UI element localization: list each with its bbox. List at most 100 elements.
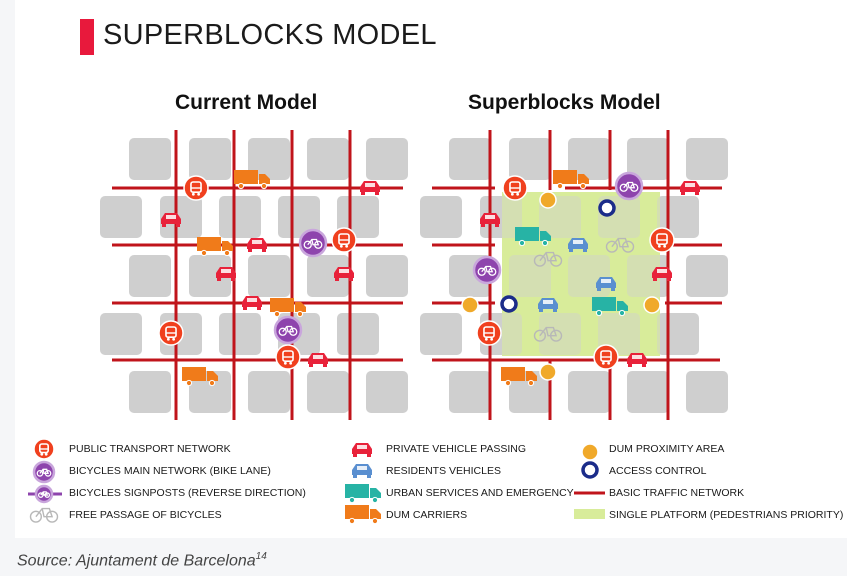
- city-block: [420, 313, 462, 355]
- city-block: [189, 255, 231, 297]
- current-model-markers: [158, 170, 380, 387]
- city-block: [248, 371, 290, 413]
- city-block: [100, 196, 142, 238]
- private-vehicle-icon: [480, 213, 500, 227]
- legend-urban-services: URBAN SERVICES AND EMERGENCY: [386, 487, 574, 499]
- bike-lane-icon: [298, 228, 328, 258]
- bus-icon: [502, 175, 528, 201]
- city-block: [100, 313, 142, 355]
- legend-free-bicycles: FREE PASSAGE OF BICYCLES: [69, 509, 222, 521]
- dum-proximity-icon: [539, 363, 557, 381]
- legend-private-vehicle: PRIVATE VEHICLE PASSING: [386, 443, 527, 455]
- private-vehicle-icon: [247, 238, 267, 252]
- bus-icon: [158, 320, 184, 346]
- city-block: [337, 313, 379, 355]
- access-control-icon: [598, 199, 616, 217]
- private-vehicle-icon: [216, 267, 236, 281]
- city-block: [366, 371, 408, 413]
- city-block: [278, 196, 320, 238]
- bus-icon: [275, 344, 301, 370]
- urban-services-icon: [592, 297, 628, 317]
- city-block: [657, 313, 699, 355]
- bus-icon: [183, 175, 209, 201]
- legend-bike-signposts: BICYCLES SIGNPOSTS (REVERSE DIRECTION): [69, 487, 306, 499]
- legend-residents-vehicles: RESIDENTS VEHICLES: [386, 465, 501, 477]
- city-block: [509, 371, 551, 413]
- legend-bike-main: BICYCLES MAIN NETWORK (BIKE LANE): [69, 465, 271, 477]
- city-block: [568, 371, 610, 413]
- city-block: [129, 255, 171, 297]
- source-footnote: 14: [255, 551, 267, 562]
- dum-proximity-icon: [461, 296, 479, 314]
- city-block: [568, 138, 610, 180]
- page-title: SUPERBLOCKS MODEL: [103, 19, 437, 51]
- source-caption: Source: Ajuntament de Barcelona14: [17, 551, 267, 570]
- dum-carrier-icon: [182, 367, 218, 387]
- city-block: [307, 138, 349, 180]
- city-block: [366, 138, 408, 180]
- superblocks-model-heading: Superblocks Model: [468, 91, 661, 114]
- free-bicycle-icon: [605, 237, 635, 253]
- city-block: [627, 138, 669, 180]
- legend-basic-traffic: BASIC TRAFFIC NETWORK: [609, 487, 745, 499]
- city-block: [307, 371, 349, 413]
- bike-lane-icon: [273, 315, 303, 345]
- city-block: [160, 196, 202, 238]
- free-bicycle-icon: [533, 251, 563, 267]
- city-block: [307, 255, 349, 297]
- legend-single-platform: SINGLE PLATFORM (PEDESTRIANS PRIORITY): [609, 509, 844, 521]
- city-block: [189, 138, 231, 180]
- city-block: [129, 371, 171, 413]
- private-vehicle-icon: [308, 353, 328, 367]
- city-block: [129, 138, 171, 180]
- private-vehicle-icon: [652, 267, 672, 281]
- city-block: [420, 196, 462, 238]
- urban-services-icon: [515, 227, 551, 247]
- city-block: [248, 255, 290, 297]
- bus-icon: [476, 320, 502, 346]
- dum-proximity-icon: [643, 296, 661, 314]
- city-block: [219, 313, 261, 355]
- city-block: [509, 138, 551, 180]
- dum-carrier-icon: [270, 298, 306, 318]
- bike-lane-icon: [472, 255, 502, 285]
- city-block: [449, 371, 491, 413]
- resident-vehicle-icon: [568, 238, 588, 252]
- city-block: [248, 138, 290, 180]
- private-vehicle-icon: [627, 353, 647, 367]
- access-control-icon: [500, 295, 518, 313]
- private-vehicle-icon: [334, 267, 354, 281]
- city-block: [686, 371, 728, 413]
- single-platform-overlay: [502, 192, 660, 356]
- legend-public-transport: PUBLIC TRANSPORT NETWORK: [69, 443, 231, 455]
- dum-proximity-icon: [539, 191, 557, 209]
- city-block: [686, 138, 728, 180]
- resident-vehicle-icon: [596, 277, 616, 291]
- legend-access-control: ACCESS CONTROL: [609, 465, 707, 477]
- dum-carrier-icon: [234, 170, 270, 190]
- current-model-heading: Current Model: [175, 91, 318, 114]
- title-accent-bar: [80, 19, 94, 55]
- city-block: [189, 371, 231, 413]
- source-text: Source: Ajuntament de Barcelona: [17, 552, 256, 570]
- dum-carrier-icon: [501, 367, 537, 387]
- free-bicycle-icon: [533, 326, 563, 342]
- city-block: [366, 255, 408, 297]
- city-block: [686, 255, 728, 297]
- superblocks-model-blocks: [420, 138, 728, 413]
- private-vehicle-icon: [161, 213, 181, 227]
- bike-lane-icon: [614, 171, 644, 201]
- private-vehicle-icon: [360, 181, 380, 195]
- legend-dum-proximity: DUM PROXIMITY AREA: [609, 443, 725, 455]
- city-block: [219, 196, 261, 238]
- city-block: [337, 196, 379, 238]
- private-vehicle-icon: [242, 296, 262, 310]
- bus-icon: [649, 227, 675, 253]
- superblocks-model-markers: [461, 170, 700, 387]
- bus-icon: [593, 344, 619, 370]
- dum-carrier-icon: [553, 170, 589, 190]
- dum-carrier-icon: [197, 237, 233, 257]
- private-vehicle-icon: [680, 181, 700, 195]
- bus-icon: [331, 227, 357, 253]
